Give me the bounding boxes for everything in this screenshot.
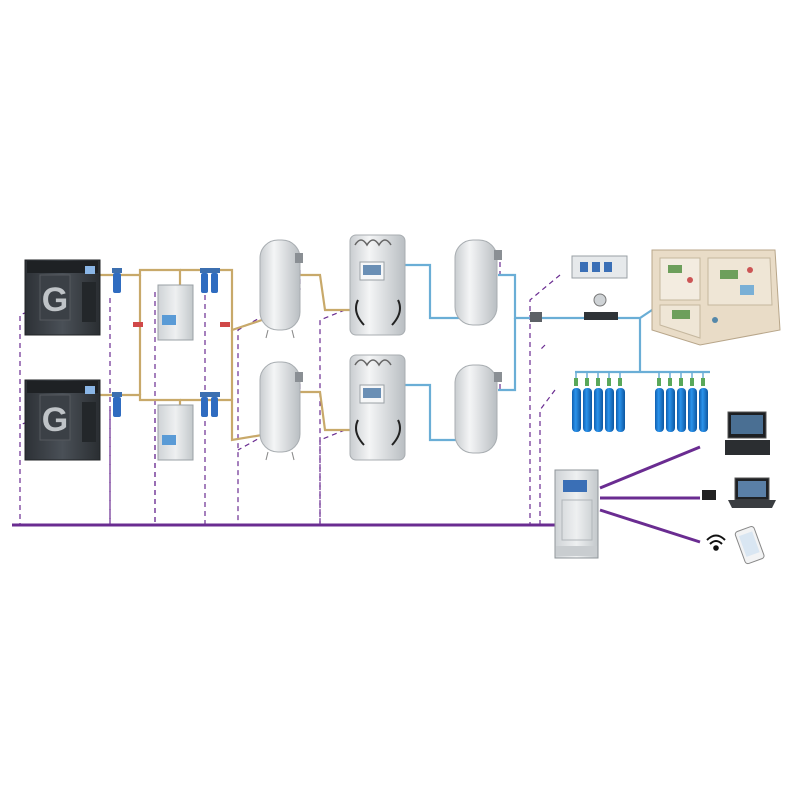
filter-2 (112, 392, 122, 417)
oxygen-cylinder-icon (699, 372, 708, 432)
air-compressor-2: G (24, 379, 101, 461)
oxygen-cylinder-icon (655, 372, 664, 432)
filter-4 (200, 392, 220, 417)
oxygen-cylinder-icon (583, 372, 592, 432)
psa-generator-2 (349, 354, 406, 461)
air-receiver-tank-1 (259, 239, 303, 339)
oxygen-cylinder-icon (666, 372, 675, 432)
signal-bus (12, 445, 701, 544)
oxygen-cylinder-icon (605, 372, 614, 432)
oxygen-buffer-tank-2 (454, 364, 502, 454)
smartphone (734, 526, 765, 565)
oxygen-cylinder-banks (572, 372, 708, 432)
laptop (702, 477, 776, 508)
refrigerated-dryer-2 (157, 404, 194, 461)
oxygen-buffer-tank-1 (454, 239, 502, 326)
plc-control-cabinet (554, 469, 599, 559)
filter-1 (112, 268, 122, 293)
valve-red-2 (220, 322, 230, 327)
computer-terminal (725, 411, 770, 455)
pressure-valves (530, 312, 542, 322)
oxygen-cylinder-icon (594, 372, 603, 432)
precision-filters (112, 268, 230, 417)
oxygen-cylinder-icon (688, 372, 697, 432)
oxygen-control-panel (571, 255, 628, 279)
air-receiver-tank-2 (259, 361, 303, 461)
filter-3 (200, 268, 220, 293)
oxygen-cylinder-icon (677, 372, 686, 432)
oxygen-cylinder-icon (616, 372, 625, 432)
compressor-2-badge: G (42, 401, 68, 439)
flow-meter (584, 293, 618, 320)
refrigerated-dryer-1 (157, 284, 194, 341)
compressor-1-badge: G (42, 281, 68, 319)
hospital-ward-illustration (651, 249, 781, 346)
wifi-icon (706, 534, 726, 551)
oxygen-cylinder-icon (572, 372, 581, 432)
psa-generator-1 (349, 234, 406, 336)
valve-red-1 (133, 322, 143, 327)
air-pipes (100, 268, 350, 442)
air-compressor-1: G (24, 259, 101, 336)
